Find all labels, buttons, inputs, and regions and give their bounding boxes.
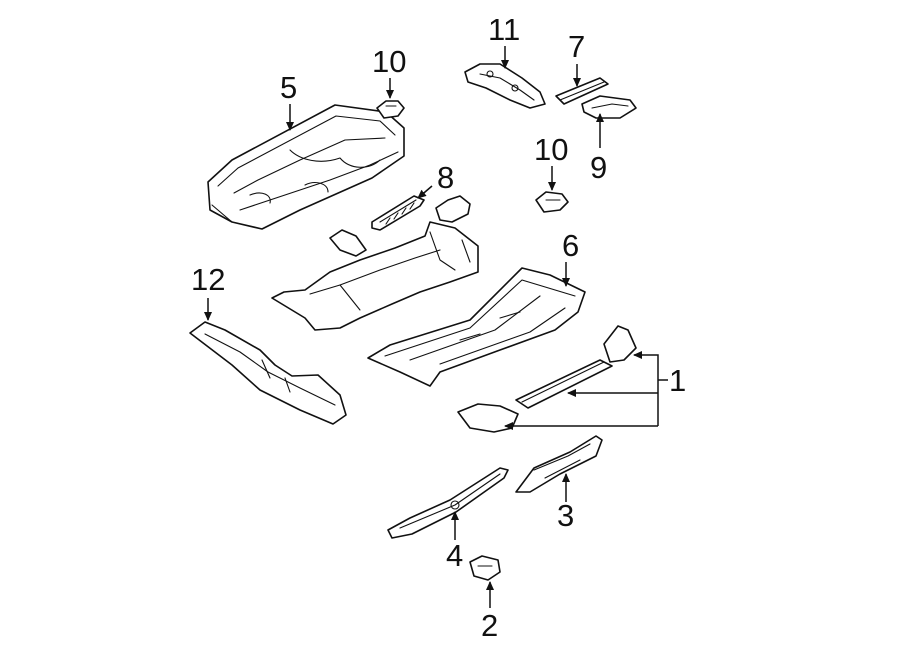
- callout-5: 5: [280, 70, 297, 105]
- callout-4: 4: [446, 538, 463, 573]
- part-10-bracket-upper[interactable]: [376, 100, 405, 119]
- callout-1: 1: [669, 363, 686, 398]
- callout-10-lower: 10: [534, 132, 568, 167]
- part-11-bracket[interactable]: [464, 63, 546, 109]
- part-8-reinforcement[interactable]: [371, 195, 471, 231]
- front-floor-pan[interactable]: [271, 221, 479, 331]
- part-2-clip[interactable]: [469, 555, 501, 581]
- part-7-crossmember[interactable]: [555, 77, 609, 105]
- callout-6: 6: [562, 228, 579, 263]
- part-3-reinforcement[interactable]: [515, 435, 603, 493]
- callout-12: 12: [191, 262, 225, 297]
- part-6-floor-pan[interactable]: [367, 267, 586, 387]
- part-10-bracket-lower[interactable]: [535, 191, 569, 213]
- part-4-rail[interactable]: [387, 467, 509, 539]
- leader-lines: [204, 46, 668, 608]
- callout-7: 7: [568, 29, 585, 64]
- callout-11: 11: [488, 12, 520, 47]
- part-1-sill-rail[interactable]: [457, 325, 637, 433]
- callout-labels: 1 2 3 4 5 6 7 8 9 10 10 11 12: [191, 12, 686, 643]
- callout-8: 8: [437, 160, 454, 195]
- callout-10-upper: 10: [372, 44, 406, 79]
- part-12-rail[interactable]: [189, 321, 347, 425]
- part-9-bracket[interactable]: [581, 95, 637, 119]
- callout-3: 3: [557, 498, 574, 533]
- callout-9: 9: [590, 150, 607, 185]
- part-5-rear-floor-pan[interactable]: [207, 104, 405, 230]
- callout-2: 2: [481, 608, 498, 643]
